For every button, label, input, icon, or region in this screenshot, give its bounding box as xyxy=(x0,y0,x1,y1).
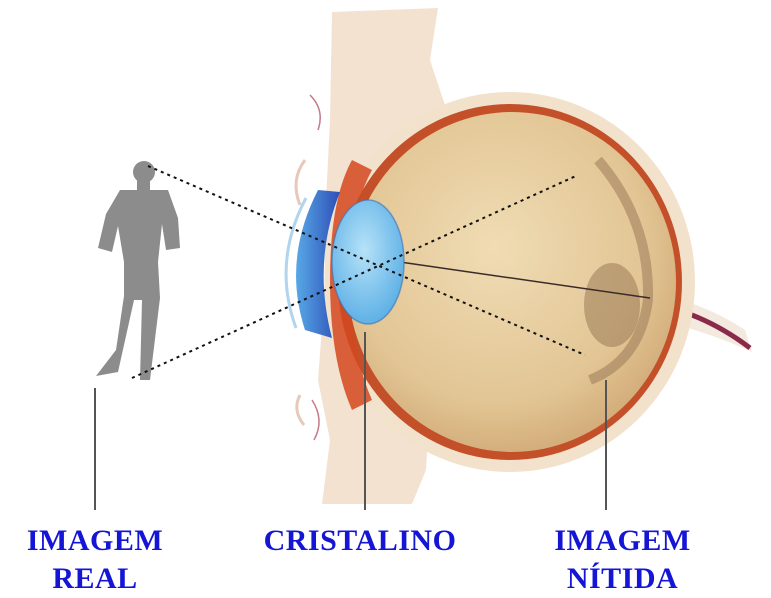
label-real-image: IMAGEM REAL xyxy=(15,522,175,598)
label-real-line2: REAL xyxy=(15,560,175,598)
person-silhouette-icon xyxy=(96,161,180,380)
label-lens: CRISTALINO xyxy=(245,522,475,560)
label-sharp-image: IMAGEM NÍTIDA xyxy=(535,522,710,598)
label-sharp-line2: NÍTIDA xyxy=(535,560,710,598)
label-sharp-line1: IMAGEM xyxy=(535,522,710,560)
label-real-line1: IMAGEM xyxy=(15,522,175,560)
label-lens-line1: CRISTALINO xyxy=(245,522,475,560)
